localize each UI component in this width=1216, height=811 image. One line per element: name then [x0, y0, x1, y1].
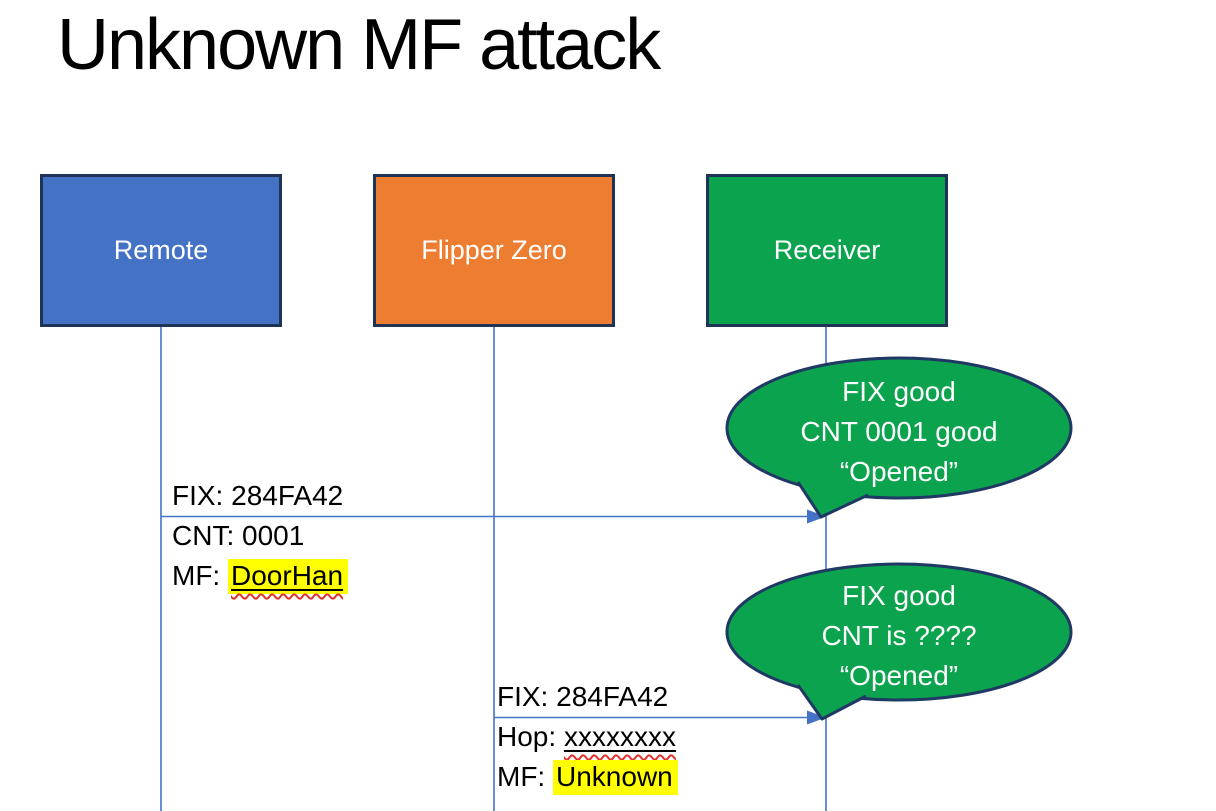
- callout-2-line-2: CNT is ????: [821, 620, 977, 651]
- actor-label-receiver: Receiver: [773, 235, 881, 265]
- message-2-mf-value: Unknown: [556, 761, 673, 792]
- message-2-mf-prefix: MF:: [497, 761, 553, 792]
- spellcheck-squiggle: DoorHan: [228, 559, 349, 594]
- actor-box-flipper-zero: Flipper Zero: [373, 174, 615, 327]
- message-1-mf-value: DoorHan: [231, 560, 344, 591]
- message-2-mf: MF: Unknown: [497, 757, 678, 797]
- message-2-mf-highlight: Unknown: [553, 760, 678, 795]
- message-1-cnt: CNT: 0001: [172, 520, 305, 551]
- actor-label-remote: Remote: [113, 235, 209, 265]
- callout-bubble-1-body: [725, 356, 1073, 500]
- spellcheck-squiggle: xxxxxxxx: [564, 721, 676, 752]
- callout-2-line-3: “Opened”: [839, 660, 959, 691]
- message-1-mf: MF: DoorHan: [172, 556, 349, 596]
- actor-label-flipper-zero: Flipper Zero: [421, 235, 567, 265]
- message-2-labels: FIX: 284FA42 Hop: xxxxxxxx MF: Unknown: [497, 677, 678, 797]
- callout-bubble-1-tail: [796, 481, 869, 519]
- callout-1-line-3: “Opened”: [839, 456, 959, 487]
- callout-1-text: FIX good CNT 0001 good “Opened”: [749, 372, 1049, 492]
- slide-title: Unknown MF attack: [57, 5, 661, 85]
- message-2-hop-value: xxxxxxxx: [563, 721, 676, 752]
- message-1-mf-prefix: MF:: [172, 560, 228, 591]
- callout-bubble-1: [725, 356, 1073, 519]
- arrowhead-icon: [807, 509, 826, 524]
- message-arrow-flipper-to-receiver: [494, 710, 826, 725]
- message-1-fix: FIX: 284FA42: [172, 480, 344, 511]
- callout-2-line-1: FIX good: [842, 580, 956, 611]
- callout-1-line-2: CNT 0001 good: [800, 416, 998, 447]
- callout-2-text: FIX good CNT is ???? “Opened”: [749, 576, 1049, 696]
- message-2-hop-prefix: Hop:: [497, 721, 564, 752]
- callout-bubble-2-tail: [796, 684, 867, 721]
- message-1-mf-highlight: DoorHan: [228, 559, 349, 594]
- message-1-labels: FIX: 284FA42 CNT: 0001 MF: DoorHan: [172, 476, 349, 596]
- arrowhead-icon: [807, 710, 826, 725]
- message-2-fix: FIX: 284FA42: [497, 681, 669, 712]
- callout-bubble-2: [725, 562, 1073, 721]
- callout-1-line-1: FIX good: [842, 376, 956, 407]
- message-arrow-remote-to-receiver: [161, 509, 826, 524]
- callout-bubble-2-body: [725, 562, 1073, 702]
- actor-box-remote: Remote: [40, 174, 282, 327]
- actor-box-receiver: Receiver: [706, 174, 948, 327]
- message-2-hop: Hop: xxxxxxxx: [497, 717, 678, 757]
